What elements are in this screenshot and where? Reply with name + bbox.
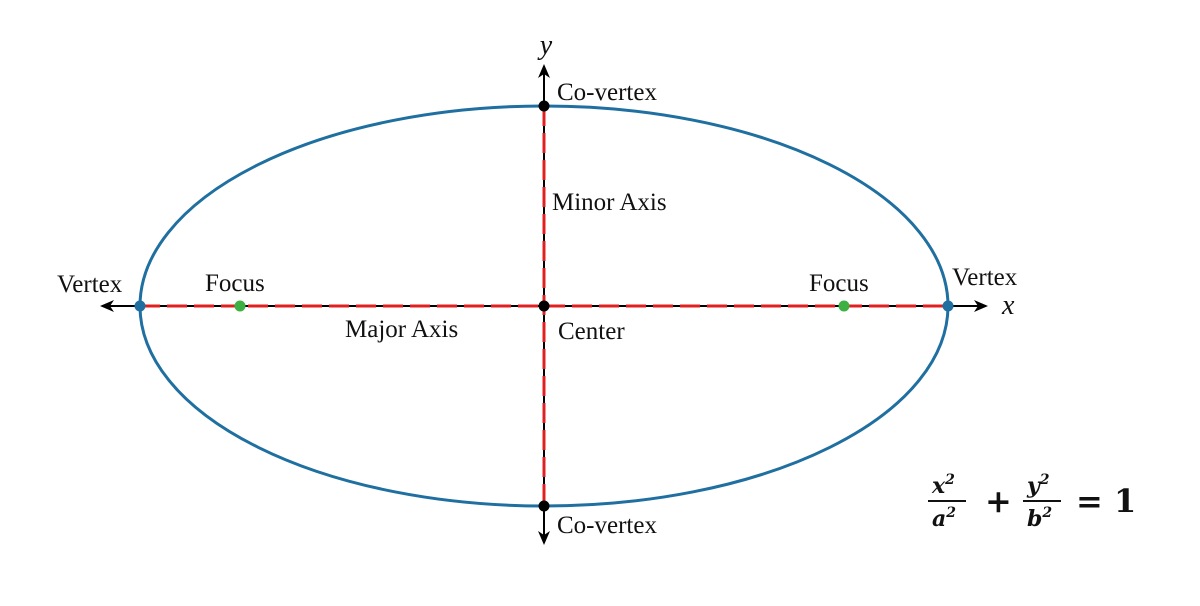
co-vertex-top-point [538,100,550,112]
focus-left-label: Focus [205,270,265,297]
major-axis-label: Major Axis [345,316,458,343]
focus-right-label: Focus [809,270,869,297]
equation-plus: + [985,482,1012,520]
minor-axis-label: Minor Axis [552,189,667,216]
equation-rhs: 1 [1114,482,1136,520]
equation-term1-numerator: x2 [931,472,955,499]
equation-term2-denominator: b2 [1027,505,1052,532]
vertex-left-label: Vertex [57,271,123,298]
x-axis-label: x [1001,290,1015,321]
equation-term2-numerator: y2 [1026,472,1050,499]
equation-equals: = [1076,482,1103,520]
vertex-right-label: Vertex [952,264,1018,291]
center-point [538,300,550,312]
focus-right-point [838,300,850,312]
co-vertex-bottom-label: Co-vertex [557,512,657,539]
vertex-left-point [134,300,146,312]
ellipse-equation: x2 a2 + y2 b2 = 1 [928,472,1136,532]
vertex-right-point [942,300,954,312]
center-label: Center [558,318,625,345]
focus-left-point [234,300,246,312]
co-vertex-bottom-point [538,500,550,512]
co-vertex-top-label: Co-vertex [557,79,657,106]
equation-term1-denominator: a2 [932,505,956,532]
y-axis-label: y [537,30,553,61]
